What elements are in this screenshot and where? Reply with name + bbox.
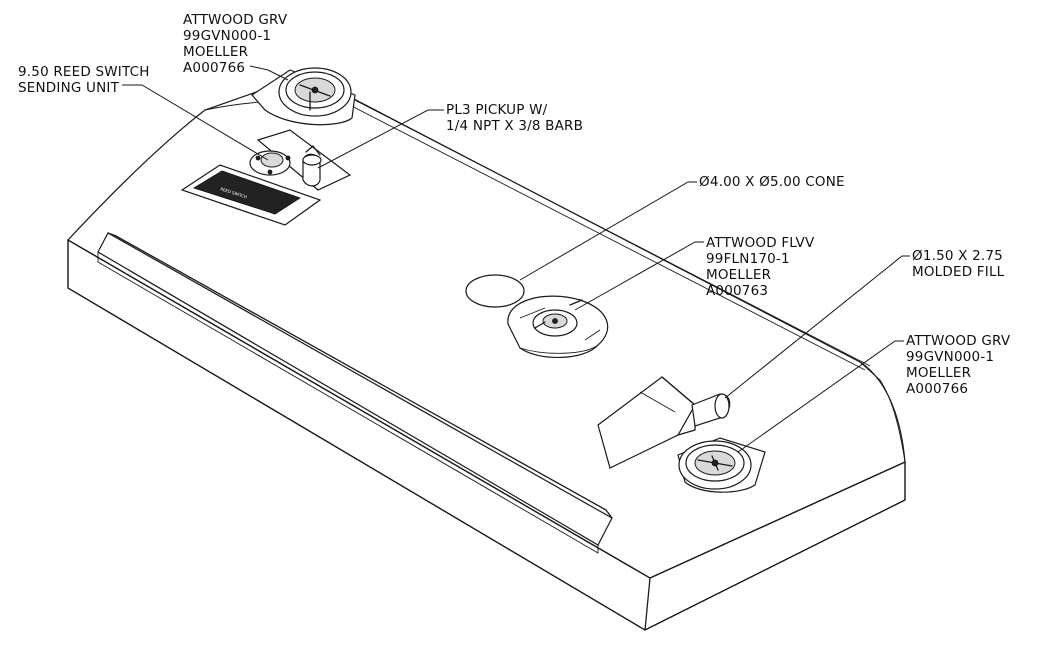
grv-vent-top xyxy=(251,67,356,126)
callout-grv-bottom-line-3: MOELLER xyxy=(906,365,971,381)
callout-grv-top-line-1: ATTWOOD GRV xyxy=(183,12,288,28)
callout-grv-bottom-line-2: 99GVN000-1 xyxy=(906,349,994,365)
callout-flvv-line-2: 99FLN170-1 xyxy=(706,251,790,267)
callout-reed-switch-line-2: SENDING UNIT xyxy=(18,80,120,96)
callout-pickup-line-1: PL3 PICKUP W/ xyxy=(446,102,548,118)
callout-grv-top-line-3: MOELLER xyxy=(183,44,248,60)
callout-grv-bottom-line-4: A000766 xyxy=(906,381,968,397)
callout-pickup-line-2: 1/4 NPT X 3/8 BARB xyxy=(446,118,583,134)
tank-groove xyxy=(97,232,613,554)
callout-flvv-line-4: A000763 xyxy=(706,283,768,299)
leader-lines xyxy=(122,65,910,453)
callout-grv-bottom: ATTWOOD GRV 99GVN000-1 MOELLER A000766 xyxy=(906,333,1011,397)
callout-grv-bottom-line-1: ATTWOOD GRV xyxy=(906,333,1011,349)
cone-boss xyxy=(465,274,525,308)
callout-fill: Ø1.50 X 2.75 MOLDED FILL xyxy=(912,248,1005,280)
callout-pickup: PL3 PICKUP W/ 1/4 NPT X 3/8 BARB xyxy=(446,102,583,134)
callout-cone-line-1: Ø4.00 X Ø5.00 CONE xyxy=(699,174,845,190)
callout-grv-top-line-2: 99GVN000-1 xyxy=(183,28,271,44)
callout-fill-line-2: MOLDED FILL xyxy=(912,264,1005,280)
callout-flvv-line-3: MOELLER xyxy=(706,267,771,283)
callout-reed-switch: 9.50 REED SWITCH SENDING UNIT xyxy=(18,64,150,96)
callout-flvv: ATTWOOD FLVV 99FLN170-1 MOELLER A000763 xyxy=(706,235,815,299)
callout-reed-switch-line-1: 9.50 REED SWITCH xyxy=(18,64,150,80)
grv-vent-bottom xyxy=(677,437,766,493)
sending-unit-assembly: REED SWITCH xyxy=(180,129,352,226)
callout-cone: Ø4.00 X Ø5.00 CONE xyxy=(699,174,845,190)
flvv-valve xyxy=(507,295,609,358)
callout-grv-top: ATTWOOD GRV 99GVN000-1 MOELLER A000766 xyxy=(183,12,288,76)
callout-fill-line-1: Ø1.50 X 2.75 xyxy=(912,248,1003,264)
callout-grv-top-line-4: A000766 xyxy=(183,60,245,76)
molded-fill xyxy=(597,376,731,469)
tank-body xyxy=(67,89,906,631)
callout-flvv-line-1: ATTWOOD FLVV xyxy=(706,235,815,251)
